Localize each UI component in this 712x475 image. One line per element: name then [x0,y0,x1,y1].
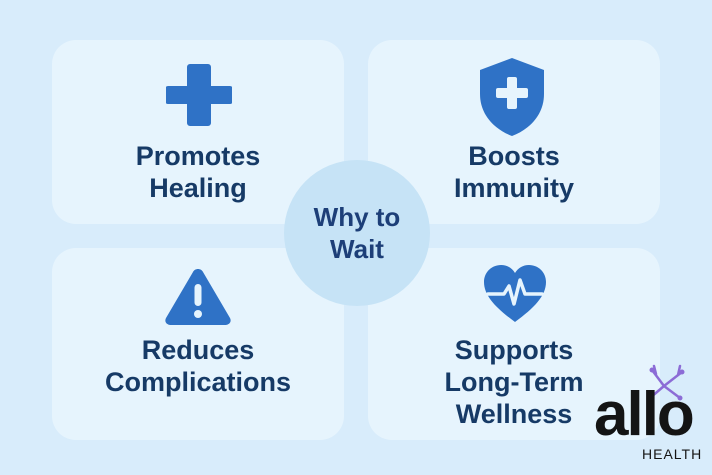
heart-pulse-icon [484,265,546,322]
brand-subtitle: HEALTH [642,446,703,462]
brand-name: allo [594,380,695,449]
card-label: Boosts Immunity [453,141,574,203]
card-supports-long-term-wellness: Supports Long-Term Wellness [368,248,660,440]
card-promotes-healing: Promotes Healing [52,40,344,224]
medical-cross-icon [166,64,232,126]
center-label: Why to Wait [313,202,401,264]
card-reduces-complications: Reduces Complications [52,248,344,440]
card-label: Promotes Healing [135,141,261,203]
molecule-icon [647,364,685,401]
card-label: Reduces Complications [104,335,292,397]
card-label: Supports Long-Term Wellness [444,335,584,429]
shield-cross-icon [480,58,544,136]
warning-triangle-icon [165,269,231,325]
center-circle: Why to Wait [284,160,430,306]
